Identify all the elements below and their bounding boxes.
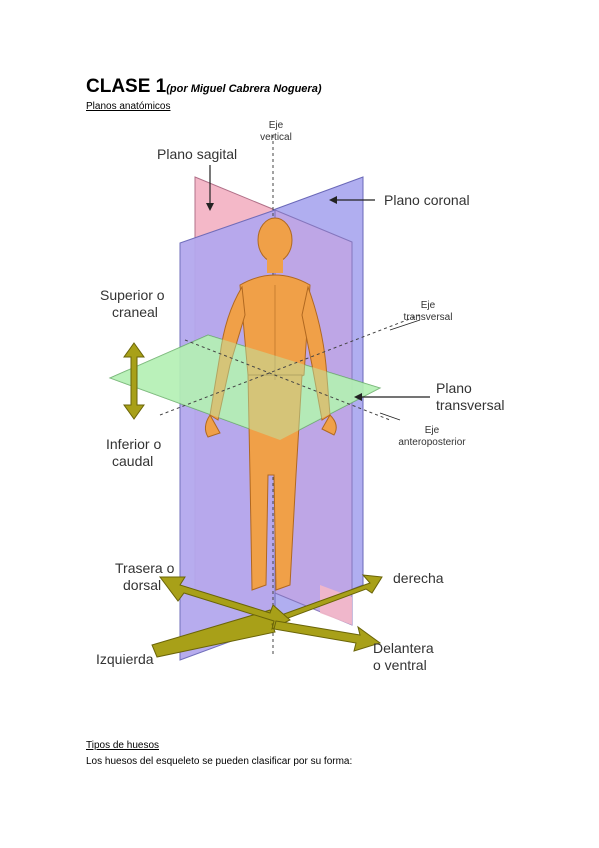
label-trasera-1: Trasera o xyxy=(115,560,175,576)
transverse-axis xyxy=(159,314,421,416)
human-figure xyxy=(204,217,337,591)
page-title: CLASE 1(por Miguel Cabrera Noguera) xyxy=(86,76,322,98)
label-plano-coronal: Plano coronal xyxy=(384,192,470,208)
anatomical-planes-figure: Eje vertical Plano sagital Plano coronal… xyxy=(90,115,520,685)
label-izquierda: Izquierda xyxy=(96,651,154,667)
title-author: (por Miguel Cabrera Noguera) xyxy=(166,83,322,95)
label-eje-vertical-1: Eje xyxy=(269,120,284,131)
label-trasera-2: dorsal xyxy=(123,577,161,593)
label-superior-2: craneal xyxy=(112,304,158,320)
paragraph-tipos-de-huesos: Los huesos del esqueleto se pueden clasi… xyxy=(86,756,353,767)
label-superior-1: Superior o xyxy=(100,287,165,303)
label-delantera-2: o ventral xyxy=(373,657,427,673)
label-plano-transversal-2: transversal xyxy=(436,397,504,413)
label-eje-transversal-2: transversal xyxy=(404,312,453,323)
label-eje-vertical-2: vertical xyxy=(260,132,292,143)
label-inferior-1: Inferior o xyxy=(106,436,161,452)
label-eje-antero-2: anteroposterior xyxy=(398,437,466,448)
label-derecha: derecha xyxy=(393,570,444,586)
anteroposterior-axis xyxy=(184,339,391,421)
label-eje-antero-1: Eje xyxy=(425,425,440,436)
label-plano-transversal-1: Plano xyxy=(436,380,472,396)
label-inferior-2: caudal xyxy=(112,453,153,469)
heading-tipos-de-huesos: Tipos de huesos xyxy=(86,740,160,751)
title-main: CLASE 1 xyxy=(86,76,167,97)
transverse-plane xyxy=(108,334,382,441)
direction-arrows xyxy=(151,574,383,658)
label-eje-transversal-1: Eje xyxy=(421,300,436,311)
heading-planos-anatomicos: Planos anatómicos xyxy=(86,101,171,112)
label-plano-sagital: Plano sagital xyxy=(157,146,237,162)
label-delantera-1: Delantera xyxy=(373,640,434,656)
superior-inferior-arrow xyxy=(123,342,145,420)
